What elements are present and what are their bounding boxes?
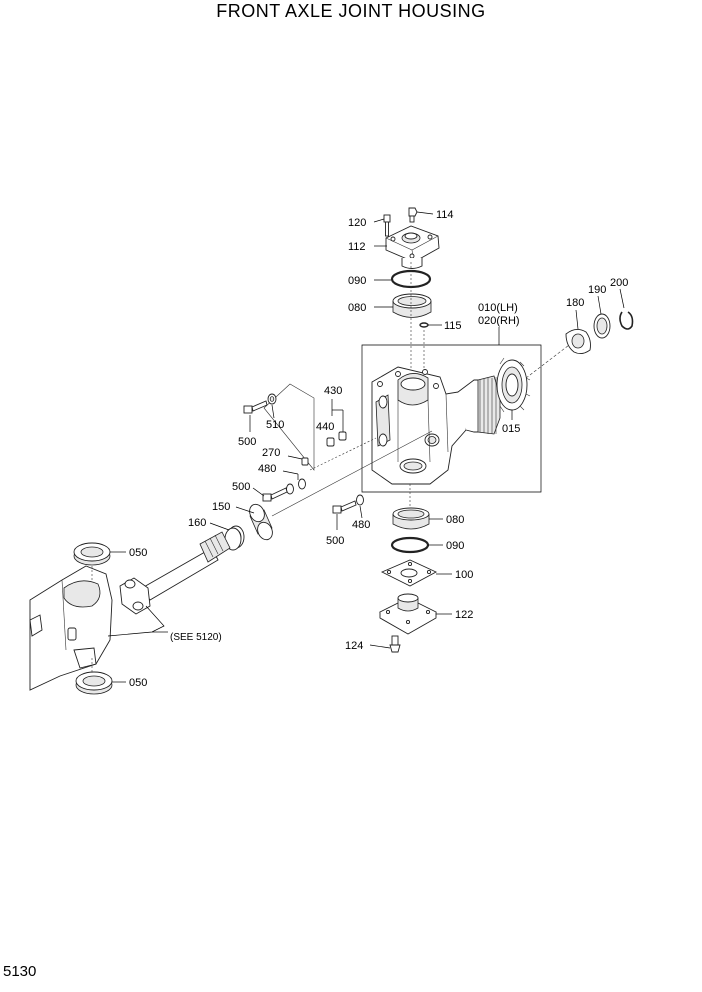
bolt-500-a[interactable] xyxy=(243,400,268,414)
bolt-500-c[interactable] xyxy=(332,500,357,514)
o-ring-090-bottom[interactable] xyxy=(390,536,430,554)
callout-480-b: 480 xyxy=(352,519,370,531)
callout-090-bot: 090 xyxy=(446,540,464,552)
bolt-500-b[interactable] xyxy=(262,487,288,502)
shim-100[interactable] xyxy=(380,559,438,587)
callout-115: 115 xyxy=(444,320,462,332)
plug-440[interactable] xyxy=(326,431,347,447)
callout-120: 120 xyxy=(348,217,366,229)
bushing-080-bottom[interactable] xyxy=(392,507,430,530)
washer-480-a[interactable] xyxy=(286,478,306,495)
grease-nipple-124[interactable] xyxy=(389,635,401,653)
joint-housing-010[interactable] xyxy=(371,366,501,485)
lock-washer-180[interactable] xyxy=(565,329,591,355)
callout-500-c: 500 xyxy=(326,535,344,547)
callout-122: 122 xyxy=(455,609,473,621)
housing-group-box xyxy=(361,344,542,493)
plug-270[interactable] xyxy=(301,457,309,466)
callout-010: 010(LH) xyxy=(478,302,518,314)
axle-housing[interactable] xyxy=(29,565,113,691)
washer-480-b[interactable] xyxy=(356,494,364,506)
callout-160: 160 xyxy=(188,517,206,529)
callout-124: 124 xyxy=(345,640,363,652)
callout-190: 190 xyxy=(588,284,606,296)
callout-100: 100 xyxy=(455,569,473,581)
hub-015[interactable] xyxy=(496,357,531,413)
callout-020: 020(RH) xyxy=(478,315,520,327)
o-ring-115[interactable] xyxy=(419,322,429,328)
callout-500-b: 500 xyxy=(232,481,250,493)
spacer-190[interactable] xyxy=(593,313,611,339)
cap-112[interactable] xyxy=(385,225,440,269)
callout-270: 270 xyxy=(262,447,280,459)
page-title: FRONT AXLE JOINT HOUSING xyxy=(216,1,486,21)
snap-ring-200[interactable] xyxy=(619,311,634,330)
page-number: 5130 xyxy=(3,963,37,980)
callout-430: 430 xyxy=(324,385,342,397)
washer-510[interactable] xyxy=(267,393,277,405)
callout-510: 510 xyxy=(266,419,284,431)
bushing-150[interactable] xyxy=(247,502,275,542)
callout-440: 440 xyxy=(316,421,334,433)
callout-015: 015 xyxy=(502,423,520,435)
callout-500-a: 500 xyxy=(238,436,256,448)
grease-nipple-114[interactable] xyxy=(408,207,418,223)
callout-090-top: 090 xyxy=(348,275,366,287)
callout-112: 112 xyxy=(348,241,366,253)
callout-080-bot: 080 xyxy=(446,514,464,526)
cap-122[interactable] xyxy=(379,593,437,635)
callout-see-5120: (SEE 5120) xyxy=(170,632,222,643)
bearing-050-bottom[interactable] xyxy=(75,671,113,695)
bolt-120[interactable] xyxy=(383,214,391,237)
bushing-080-top[interactable] xyxy=(392,293,432,318)
callout-150: 150 xyxy=(212,501,230,513)
bearing-050-top[interactable] xyxy=(73,542,111,566)
seal-160[interactable] xyxy=(224,525,245,551)
callout-480-a: 480 xyxy=(258,463,276,475)
callout-080-top: 080 xyxy=(348,302,366,314)
callout-114: 114 xyxy=(436,209,454,221)
callout-050-bot: 050 xyxy=(129,677,147,689)
callout-180: 180 xyxy=(566,297,584,309)
callout-200: 200 xyxy=(610,277,628,289)
callout-050-top: 050 xyxy=(129,547,147,559)
drive-shaft[interactable] xyxy=(119,531,231,615)
